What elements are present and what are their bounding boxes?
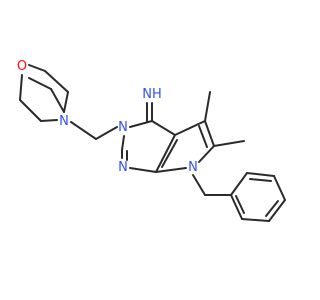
bond-c5-c6 xyxy=(204,120,215,147)
bond-c4a-c5 xyxy=(174,120,206,136)
bond-ph-d1 xyxy=(249,178,272,182)
label-masks xyxy=(15,57,200,175)
bond-morph-7 xyxy=(44,70,69,93)
bond-c5-c6-double xyxy=(198,125,208,148)
bond-morph-2 xyxy=(28,77,52,90)
bond-ph-3 xyxy=(273,175,286,201)
atom-labels: NH N N N N O xyxy=(17,59,198,175)
bond-c4-n3 xyxy=(129,120,153,128)
bond-ph-1 xyxy=(230,172,248,196)
bond-n1-c7a xyxy=(129,167,157,173)
n3-label: N xyxy=(118,120,128,135)
bond-ph-d2 xyxy=(265,200,279,217)
bond-c4a-c4 xyxy=(151,120,176,136)
imine-label: NH xyxy=(142,87,162,102)
bond-ph-4 xyxy=(268,199,286,222)
bond-ch2-ch2 xyxy=(70,121,97,140)
bond-n7-c7a xyxy=(155,167,187,173)
n1-label: N xyxy=(118,160,128,175)
bond-morph-3 xyxy=(19,74,23,101)
bond-morph-8 xyxy=(28,64,46,72)
n7-label: N xyxy=(188,160,198,175)
bond-ph-6 xyxy=(230,194,243,220)
bond-group xyxy=(19,64,286,222)
bond-n3-ch2 xyxy=(95,126,118,140)
bond-c5-methyl xyxy=(204,91,211,122)
morpholine-o-label: O xyxy=(17,59,27,74)
bond-ph-5 xyxy=(241,218,270,222)
bond-ph-d3 xyxy=(235,195,245,214)
bond-morph-1 xyxy=(50,88,65,113)
bond-n7-ch2 xyxy=(192,174,206,196)
bond-n3-c2 xyxy=(121,135,125,151)
bond-morph-5 xyxy=(40,119,58,122)
morpholine-n-label: N xyxy=(59,114,69,129)
bond-c6-n7 xyxy=(198,145,215,163)
bond-ph-2 xyxy=(246,172,275,177)
bond-c6-methyl xyxy=(213,140,245,147)
bond-c7a-c4a xyxy=(155,134,176,173)
bond-c7a-c4a-inner xyxy=(161,139,178,168)
molecule-diagram: NH N N N N O xyxy=(15,57,286,222)
bond-morph-4 xyxy=(19,99,42,122)
bond-morph-6 xyxy=(63,91,69,113)
